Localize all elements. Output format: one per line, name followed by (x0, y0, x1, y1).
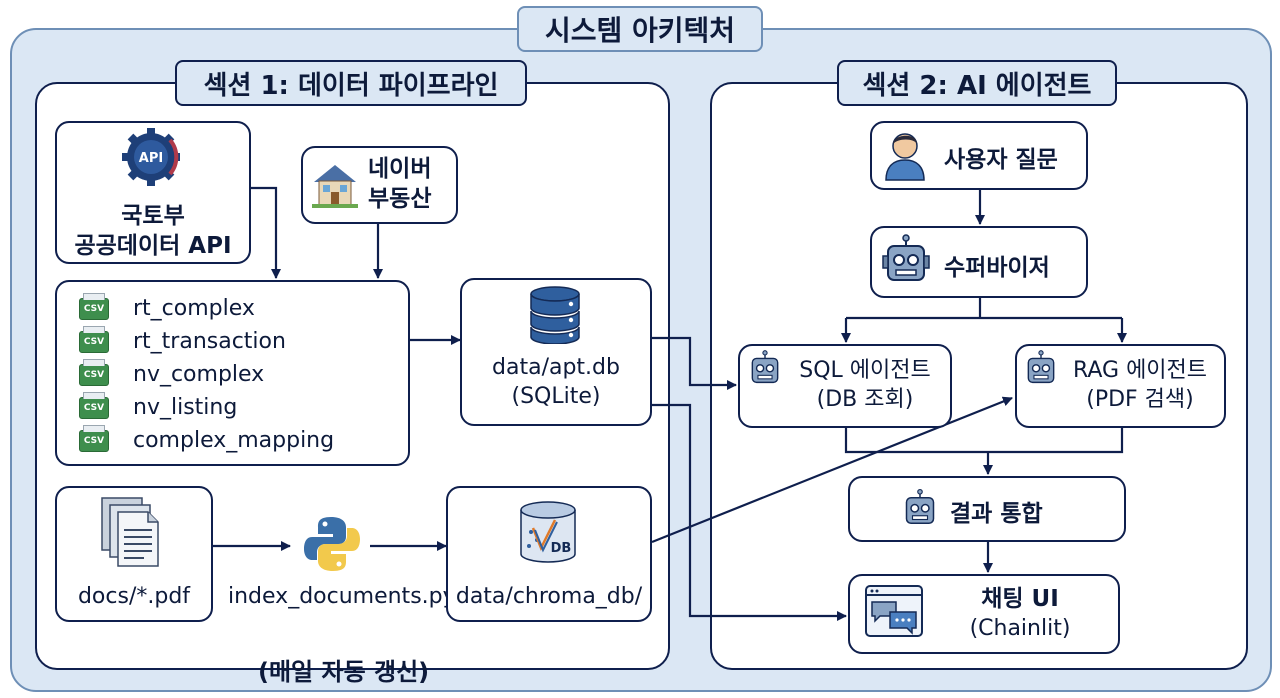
api-source-line2: 공공데이터 API (74, 232, 232, 259)
chat-window-icon (865, 585, 923, 637)
daily-refresh-caption: (매일 자동 갱신) (258, 658, 430, 686)
csv-file-name: rt_complex (133, 296, 255, 321)
sql-agent-label: SQL 에이전트 (DB 조회) (780, 350, 950, 422)
csv-file-item: CSV nv_complex (79, 358, 408, 391)
csv-file-name: nv_listing (133, 395, 238, 420)
csv-file-item: CSV nv_listing (79, 391, 408, 424)
csv-file-item: CSV rt_transaction (79, 325, 408, 358)
sql-agent-line2: (DB 조회) (816, 387, 914, 412)
user-icon (885, 133, 925, 181)
csv-file-name: complex_mapping (133, 428, 335, 453)
csv-file-icon: CSV (79, 358, 109, 386)
rag-agent-label: RAG 에이전트 (PDF 검색) (1056, 350, 1224, 422)
csv-file-icon: CSV (79, 424, 109, 452)
rag-agent-line1: RAG 에이전트 (1072, 358, 1208, 384)
robot-icon (905, 488, 935, 524)
merge-results-box (848, 476, 1126, 542)
csv-files-box: CSV rt_complex CSV rt_transaction CSV nv… (55, 280, 410, 466)
naver-source-label: 네이버 부동산 (368, 150, 454, 220)
docs-label: docs/*.pdf (77, 583, 191, 609)
robot-icon (882, 234, 930, 281)
arrow-db-to-sql (652, 336, 737, 390)
csv-file-icon: CSV (79, 325, 109, 353)
house-icon (312, 165, 358, 208)
csv-file-name: nv_complex (133, 362, 265, 387)
sqlite-db-type: (SQLite) (511, 384, 601, 409)
sql-agent-line1: SQL 에이전트 (799, 358, 931, 384)
merge-results-label: 결과 통합 (950, 501, 1043, 527)
arrow-agents-join (844, 428, 1124, 474)
csv-file-icon: CSV (79, 391, 109, 419)
diagram-title: 시스템 아키텍처 (517, 6, 763, 52)
csv-file-name: rt_transaction (133, 329, 286, 354)
arrow-chroma-to-rag (651, 396, 1013, 544)
python-icon (304, 517, 360, 571)
api-source-line1: 국토부 (121, 202, 185, 229)
csv-file-item: CSV rt_complex (79, 292, 408, 325)
section-1-title: 섹션 1: 데이터 파이프라인 (175, 60, 527, 106)
chroma-db-label: data/chroma_db/ (455, 583, 643, 609)
arrow-supervisor-split (846, 298, 1122, 320)
api-gear-icon: API (122, 128, 180, 186)
naver-source-line1: 네이버 (368, 156, 432, 183)
robot-icon (1027, 350, 1055, 384)
user-question-label: 사용자 질문 (944, 147, 1058, 173)
supervisor-label: 수퍼바이저 (944, 255, 1050, 281)
arrow-db-to-chat (652, 403, 847, 621)
robot-icon (751, 350, 779, 384)
sqlite-db-path: data/apt.db (492, 355, 620, 381)
chat-ui-label: 채팅 UI (Chainlit) (930, 580, 1110, 648)
arrow-api-to-csv (250, 186, 281, 279)
vector-db-icon-text: DB (551, 541, 572, 556)
csv-file-item: CSV complex_mapping (79, 424, 408, 457)
chat-ui-line2: (Chainlit) (969, 615, 1071, 641)
section-2-title: 섹션 2: AI 에이전트 (837, 60, 1117, 106)
naver-source-line2: 부동산 (368, 186, 432, 212)
chat-ui-line1: 채팅 UI (981, 585, 1059, 612)
documents-icon (101, 497, 159, 567)
csv-file-icon: CSV (79, 292, 109, 320)
indexer-label: index_documents.py (228, 584, 456, 609)
rag-agent-line2: (PDF 검색) (1086, 387, 1194, 412)
api-icon-text: API (139, 151, 163, 166)
vector-db-icon: DB (520, 501, 576, 563)
database-icon (530, 286, 580, 344)
